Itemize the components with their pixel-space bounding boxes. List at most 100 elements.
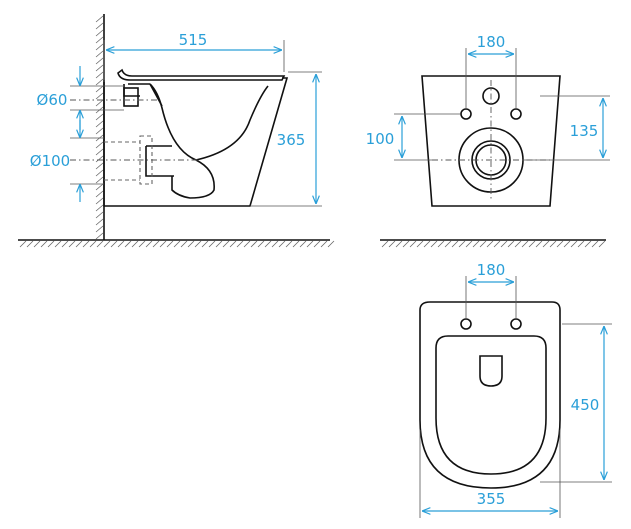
hatch-stroke	[95, 162, 104, 170]
hatch-stroke	[549, 240, 557, 248]
bowl-outline	[103, 77, 289, 207]
hatch-stroke	[95, 211, 104, 219]
top-bolt-right	[510, 318, 522, 330]
hatch-stroke	[556, 240, 564, 248]
hatch-stroke	[257, 240, 265, 248]
hatch-stroke	[95, 113, 104, 121]
drain-pipe	[145, 145, 174, 177]
hatch-stroke	[320, 240, 328, 248]
hatch-stroke	[563, 240, 571, 248]
hatch-stroke	[444, 240, 452, 248]
hatch-stroke	[598, 240, 606, 248]
hatch-stroke	[472, 240, 480, 248]
hatch-stroke	[95, 148, 104, 156]
hatch-stroke	[95, 71, 104, 79]
hatch-stroke	[95, 190, 104, 198]
hatch-stroke	[437, 240, 445, 248]
hatch-stroke	[26, 240, 34, 248]
hatch-stroke	[95, 176, 104, 184]
hatch-stroke	[451, 240, 459, 248]
hatch-stroke	[507, 240, 515, 248]
hatch-stroke	[95, 232, 104, 240]
hatch-stroke	[285, 240, 293, 248]
hatch-stroke	[95, 218, 104, 226]
seat-inner	[435, 335, 547, 475]
hatch-stroke	[95, 99, 104, 107]
hatch-stroke	[215, 240, 223, 248]
inner-bowl	[149, 83, 269, 199]
hatch-stroke	[40, 240, 48, 248]
hatch-stroke	[500, 240, 508, 248]
hatch-stroke	[95, 78, 104, 86]
hatch-stroke	[409, 240, 417, 248]
hatch-stroke	[33, 240, 41, 248]
side-view: 515 365 Ø60 Ø100	[18, 14, 335, 248]
hatch-stroke	[75, 240, 83, 248]
hatch-stroke	[236, 240, 244, 248]
hatch-stroke	[95, 120, 104, 128]
hatch-stroke	[187, 240, 195, 248]
hatch-stroke	[131, 240, 139, 248]
hatch-stroke	[416, 240, 424, 248]
front-135-label: 135	[570, 122, 599, 140]
hatch-stroke	[327, 240, 335, 248]
hatch-stroke	[95, 85, 104, 93]
hatch-stroke	[381, 240, 389, 248]
hatch-stroke	[514, 240, 522, 248]
top-180-label: 180	[477, 261, 506, 279]
hatch-stroke	[95, 22, 104, 30]
hatch-stroke	[423, 240, 431, 248]
front-view: 180 100 135	[366, 33, 610, 248]
hatch-stroke	[194, 240, 202, 248]
top-outline	[419, 301, 561, 489]
hatch-stroke	[110, 240, 118, 248]
hatch-stroke	[201, 240, 209, 248]
hatch-stroke	[95, 183, 104, 191]
bowl-opening	[479, 355, 503, 387]
hatch-stroke	[243, 240, 251, 248]
front-100-label: 100	[366, 130, 395, 148]
top-355-label: 355	[477, 490, 506, 508]
hatch-stroke	[95, 36, 104, 44]
hatch-stroke	[173, 240, 181, 248]
hatch-stroke	[95, 225, 104, 233]
hatch-stroke	[430, 240, 438, 248]
front-outline	[421, 75, 561, 207]
hatch-stroke	[103, 240, 111, 248]
outlet-connector	[123, 87, 139, 107]
hatch-stroke	[535, 240, 543, 248]
hatch-stroke	[95, 57, 104, 65]
hatch-stroke	[61, 240, 69, 248]
hatch-stroke	[166, 240, 174, 248]
mount-bolt-left	[460, 108, 472, 120]
hatch-stroke	[465, 240, 473, 248]
hatch-stroke	[95, 50, 104, 58]
hatch-stroke	[395, 240, 403, 248]
hatch-stroke	[222, 240, 230, 248]
hatch-stroke	[313, 240, 321, 248]
hatch-stroke	[95, 204, 104, 212]
hatch-stroke	[388, 240, 396, 248]
hatch-stroke	[82, 240, 90, 248]
top-450-label: 450	[571, 396, 600, 414]
hatch-stroke	[250, 240, 258, 248]
hatch-stroke	[292, 240, 300, 248]
wall-hatch	[95, 15, 104, 240]
hatch-stroke	[152, 240, 160, 248]
hatch-stroke	[95, 43, 104, 51]
hatch-stroke	[47, 240, 55, 248]
hatch-stroke	[95, 29, 104, 37]
hatch-stroke	[577, 240, 585, 248]
hatch-stroke	[208, 240, 216, 248]
hatch-stroke	[479, 240, 487, 248]
hatch-stroke	[570, 240, 578, 248]
hatch-stroke	[264, 240, 272, 248]
hatch-stroke	[95, 15, 104, 23]
hatch-stroke	[95, 197, 104, 205]
front-180-label: 180	[477, 33, 506, 51]
hatch-stroke	[95, 127, 104, 135]
hatch-stroke	[493, 240, 501, 248]
hatch-stroke	[402, 240, 410, 248]
hatch-stroke	[542, 240, 550, 248]
